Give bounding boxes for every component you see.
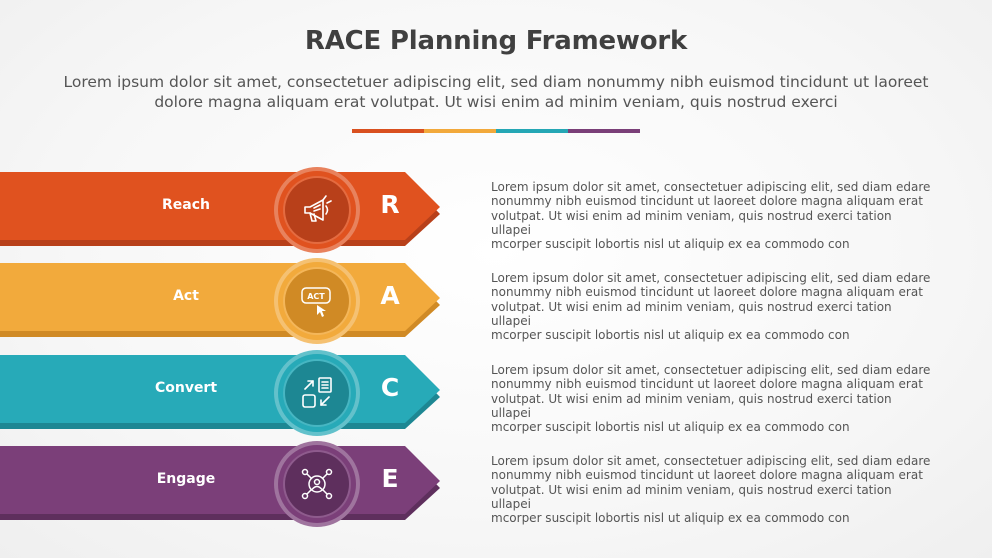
page-subtitle: Lorem ipsum dolor sit amet, consectetuer… (63, 73, 929, 111)
title-divider (352, 129, 640, 133)
stage-description-convert: Lorem ipsum dolor sit amet, consectetuer… (491, 363, 931, 435)
stage-letter: E (381, 464, 399, 493)
stage-icon-badge (274, 350, 360, 436)
stage-icon-badge (274, 441, 360, 527)
svg-text:ACT: ACT (307, 292, 325, 301)
stage-label: Reach (162, 197, 210, 213)
stage-description-act: Lorem ipsum dolor sit amet, consectetuer… (491, 271, 931, 343)
stage-description-reach: Lorem ipsum dolor sit amet, consectetuer… (491, 180, 931, 252)
stage-row-act: Act A ACT (0, 258, 445, 344)
stage-icon-badge (274, 167, 360, 253)
stage-icon-badge: ACT (274, 258, 360, 344)
megaphone-icon (304, 195, 332, 222)
convert-icon (302, 377, 332, 408)
divider-segment-act (424, 129, 496, 133)
stage-letter: R (380, 190, 400, 219)
stage-label: Convert (154, 380, 218, 396)
stage-letter: C (380, 373, 400, 402)
stage-row-engage: Engage E (0, 441, 445, 527)
stage-description-engage: Lorem ipsum dolor sit amet, consectetuer… (491, 454, 931, 526)
stage-label: Engage (156, 471, 216, 487)
stage-row-convert: Convert C (0, 350, 445, 436)
network-user-icon (301, 468, 333, 500)
divider-segment-engage (568, 129, 640, 133)
stage-label: Act (173, 288, 199, 304)
stage-letter: A (380, 281, 400, 310)
act-click-icon: ACT (301, 287, 331, 317)
page-title: RACE Planning Framework (304, 26, 688, 56)
divider-segment-reach (352, 129, 424, 133)
stage-row-reach: Reach R (0, 167, 445, 253)
divider-segment-convert (496, 129, 568, 133)
